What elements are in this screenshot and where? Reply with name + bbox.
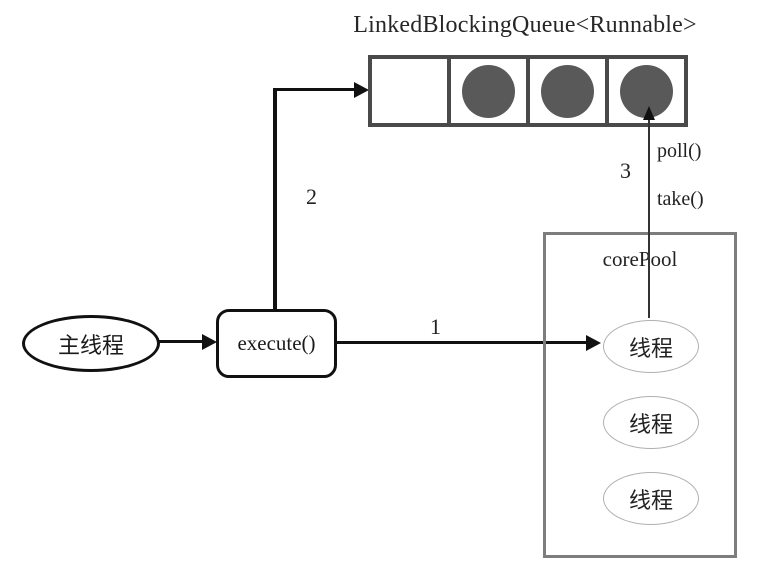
thread-node: 线程	[603, 472, 699, 525]
task-circle-icon	[541, 64, 594, 118]
edge-label-3: 3	[620, 158, 631, 183]
edge-thread-to-queue	[648, 110, 650, 318]
linked-blocking-queue	[368, 55, 688, 127]
execute-label: execute()	[237, 331, 316, 355]
arrow-right-icon	[586, 334, 601, 351]
thread-node: 线程	[603, 396, 699, 449]
take-label: take()	[657, 188, 704, 210]
edge-label-1: 1	[430, 314, 441, 339]
edge-execute-to-queue-horizontal	[273, 88, 356, 91]
queue-cell	[530, 59, 609, 123]
poll-label: poll()	[657, 140, 702, 162]
arrow-right-icon	[202, 333, 217, 350]
edge-label-2: 2	[306, 184, 317, 209]
arrow-right-icon	[354, 81, 369, 98]
core-pool-label: corePool	[602, 247, 678, 271]
thread-label: 线程	[628, 335, 673, 361]
queue-cell	[372, 59, 451, 123]
thread-label: 线程	[628, 411, 673, 437]
edge-execute-to-thread	[334, 341, 588, 344]
edge-main-to-execute	[158, 340, 204, 343]
main-thread-label: 主线程	[57, 332, 124, 358]
queue-title: LinkedBlockingQueue<Runnable>	[353, 12, 697, 38]
main-thread-node: 主线程	[22, 315, 160, 372]
execute-node: execute()	[216, 309, 337, 378]
queue-cell	[451, 59, 530, 123]
thread-label: 线程	[628, 487, 673, 513]
thread-node: 线程	[603, 320, 699, 373]
arrow-up-icon	[643, 106, 655, 120]
edge-execute-to-queue-vertical	[273, 88, 277, 311]
thread-list: 线程 线程 线程	[603, 320, 699, 525]
task-circle-icon	[462, 64, 515, 118]
core-pool-box: corePool 线程 线程 线程	[543, 232, 737, 558]
